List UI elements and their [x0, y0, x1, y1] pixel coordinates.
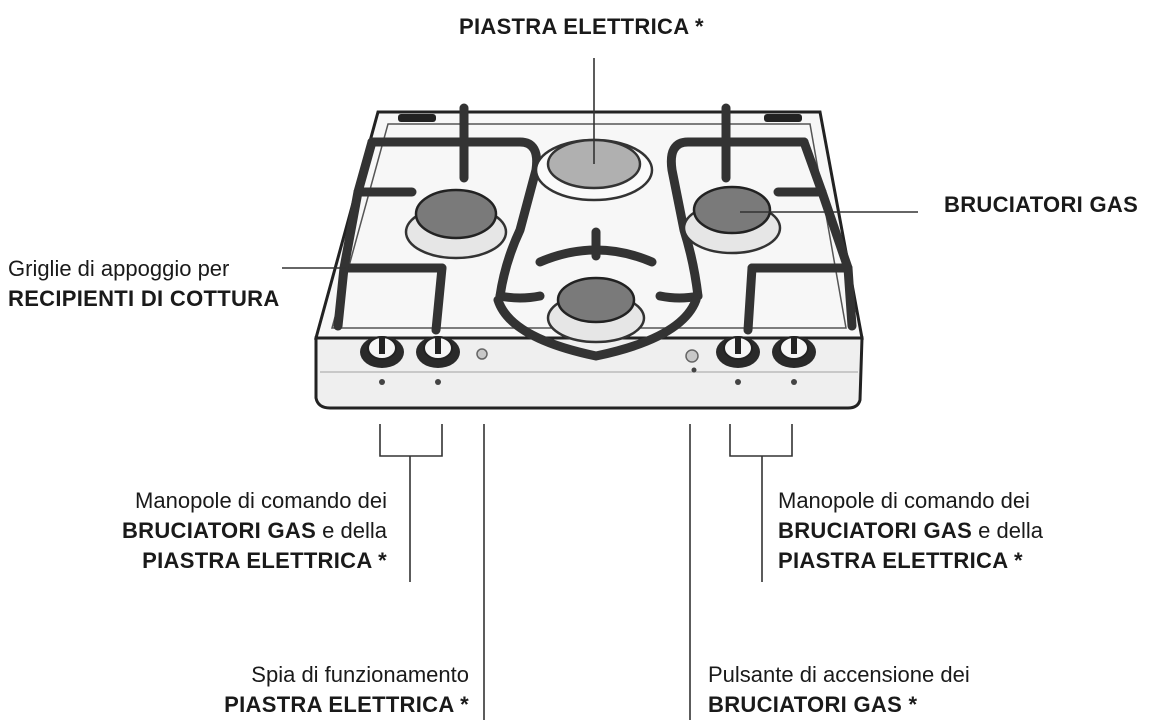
- label-electric-plate-top-text: PIASTRA ELETTRICA *: [459, 14, 704, 39]
- knob-symbols: [379, 367, 797, 385]
- knob-4[interactable]: [772, 336, 816, 368]
- label-knobs-right-line1: Manopole di comando dei: [778, 488, 1030, 513]
- grate-right: [655, 103, 857, 335]
- label-knobs-right: Manopole di comando dei BRUCIATORI GAS e…: [778, 486, 1043, 576]
- ignition-button[interactable]: [685, 349, 699, 363]
- label-electric-plate-top: PIASTRA ELETTRICA *: [459, 12, 704, 42]
- label-grates: Griglie di appoggio per RECIPIENTI DI CO…: [8, 254, 280, 314]
- grate-left: [333, 103, 545, 335]
- knob-1[interactable]: [360, 336, 404, 368]
- burner-left-cap: [414, 188, 498, 240]
- label-ignition-line2: BRUCIATORI GAS *: [708, 692, 918, 717]
- indicator-light: [476, 348, 488, 360]
- label-knobs-left-line1: Manopole di comando dei: [135, 488, 387, 513]
- label-knobs-right-line2-tail: e della: [972, 518, 1044, 543]
- label-knobs-right-line2-bold: BRUCIATORI GAS: [778, 518, 973, 543]
- label-ignition: Pulsante di accensione dei BRUCIATORI GA…: [708, 660, 970, 720]
- burner-right-cap: [692, 185, 772, 235]
- label-indicator-line1: Spia di funzionamento: [251, 662, 469, 687]
- label-knobs-left-line2-tail: e della: [316, 518, 387, 543]
- knob-2[interactable]: [416, 336, 460, 368]
- rear-vent-right: [764, 114, 802, 122]
- label-gas-burners-right: BRUCIATORI GAS: [944, 190, 1138, 220]
- label-gas-burners-right-text: BRUCIATORI GAS: [944, 192, 1139, 217]
- hob-inner-edge: [331, 123, 847, 329]
- label-ignition-line1: Pulsante di accensione dei: [708, 662, 970, 687]
- label-grates-line1: Griglie di appoggio per: [8, 256, 230, 281]
- rear-vent-left: [398, 114, 436, 122]
- label-knobs-left-line3: PIASTRA ELETTRICA *: [142, 548, 387, 573]
- burner-center-cap: [556, 276, 636, 324]
- knob-3[interactable]: [716, 336, 760, 368]
- label-indicator: Spia di funzionamento PIASTRA ELETTRICA …: [224, 660, 469, 720]
- label-knobs-right-line3: PIASTRA ELETTRICA *: [778, 548, 1023, 573]
- leader-lines: [282, 58, 918, 720]
- grate-center: [493, 227, 701, 361]
- label-knobs-left: Manopole di comando dei BRUCIATORI GAS e…: [122, 486, 387, 576]
- label-grates-line2: RECIPIENTI DI COTTURA: [8, 286, 280, 311]
- label-knobs-left-line2-bold: BRUCIATORI GAS: [121, 518, 317, 543]
- label-indicator-line2: PIASTRA ELETTRICA *: [224, 692, 469, 717]
